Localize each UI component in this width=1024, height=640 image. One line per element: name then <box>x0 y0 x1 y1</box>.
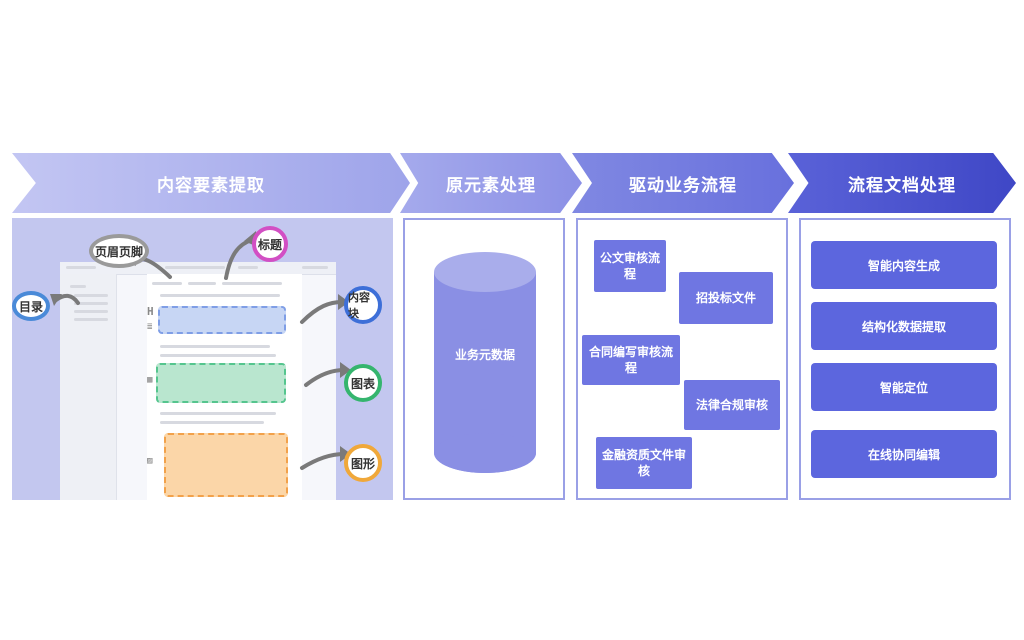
figure-region <box>164 433 288 497</box>
page-line <box>152 282 182 285</box>
toc-label: 目录 <box>18 299 43 314</box>
capability-structured-extraction: 结构化数据提取 <box>811 302 997 350</box>
table-bubble: 图表 <box>344 364 382 402</box>
title-label: 标题 <box>257 237 282 252</box>
page-line <box>222 282 282 285</box>
toc-line <box>70 285 86 288</box>
page-line <box>160 354 276 357</box>
toc-line <box>74 302 108 305</box>
capability-smart-locate: 智能定位 <box>811 363 997 411</box>
arrow-title <box>224 238 254 280</box>
toc-line <box>74 310 108 313</box>
content-block-label: 内容块 <box>348 291 370 320</box>
annotation-arrows <box>50 231 351 470</box>
stage-element-processing-header: 原元素处理 <box>400 153 582 213</box>
storage-label: 业务元数据 <box>454 348 515 362</box>
flow-box-official-doc: 公文审核流程 <box>594 240 666 292</box>
stage-business-flow-label: 驱动业务流程 <box>629 175 737 196</box>
arrow-table <box>304 368 346 387</box>
toc-line <box>74 294 108 297</box>
table-icon: ▦ <box>147 375 153 385</box>
arrow-figure <box>300 452 346 470</box>
stage-element-processing-label: 原元素处理 <box>446 175 536 196</box>
figure-bubble: 图形 <box>344 444 382 482</box>
stage-doc-processing-header: 流程文档处理 <box>788 153 1016 213</box>
page-line <box>160 412 276 415</box>
flow-box-legal: 法律合规审核 <box>684 380 780 430</box>
toc-line <box>74 318 108 321</box>
heading-icon: H <box>147 305 154 318</box>
stage-extraction-label: 内容要素提取 <box>157 175 265 196</box>
page-line <box>160 294 280 297</box>
header-footer-bubble: 页眉页脚 <box>89 234 149 268</box>
figure-label: 图形 <box>350 456 375 471</box>
stage-extraction-header: 内容要素提取 <box>12 153 410 213</box>
flow-box-bidding: 招投标文件 <box>679 272 773 324</box>
toolbar-line <box>165 266 225 269</box>
flow-box-finance: 金融资质文件审核 <box>596 437 692 489</box>
capability-collab-editing: 在线协同编辑 <box>811 430 997 478</box>
toolbar-line <box>302 266 328 269</box>
arrow-content-block <box>300 300 344 324</box>
stage-doc-processing-label: 流程文档处理 <box>848 175 956 196</box>
content-block-bubble: 内容块 <box>344 286 382 324</box>
database-cylinder-icon <box>434 252 536 473</box>
toolbar-line <box>66 266 96 269</box>
page-line <box>160 421 264 424</box>
page-line <box>160 345 270 348</box>
content-block-region <box>158 306 286 334</box>
table-region <box>156 363 286 403</box>
capability-content-generation: 智能内容生成 <box>811 241 997 289</box>
header-footer-label: 页眉页脚 <box>94 244 143 259</box>
flow-box-contract: 合同编写审核流程 <box>582 335 680 385</box>
page-line <box>188 282 216 285</box>
toolbar-line <box>238 266 258 269</box>
title-bubble: 标题 <box>252 226 288 262</box>
image-icon: ▨ <box>147 456 153 466</box>
table-label: 图表 <box>350 376 375 391</box>
paragraph-icon: ≣ <box>147 322 153 332</box>
stage-business-flow-header: 驱动业务流程 <box>572 153 794 213</box>
toc-bubble: 目录 <box>12 291 50 321</box>
